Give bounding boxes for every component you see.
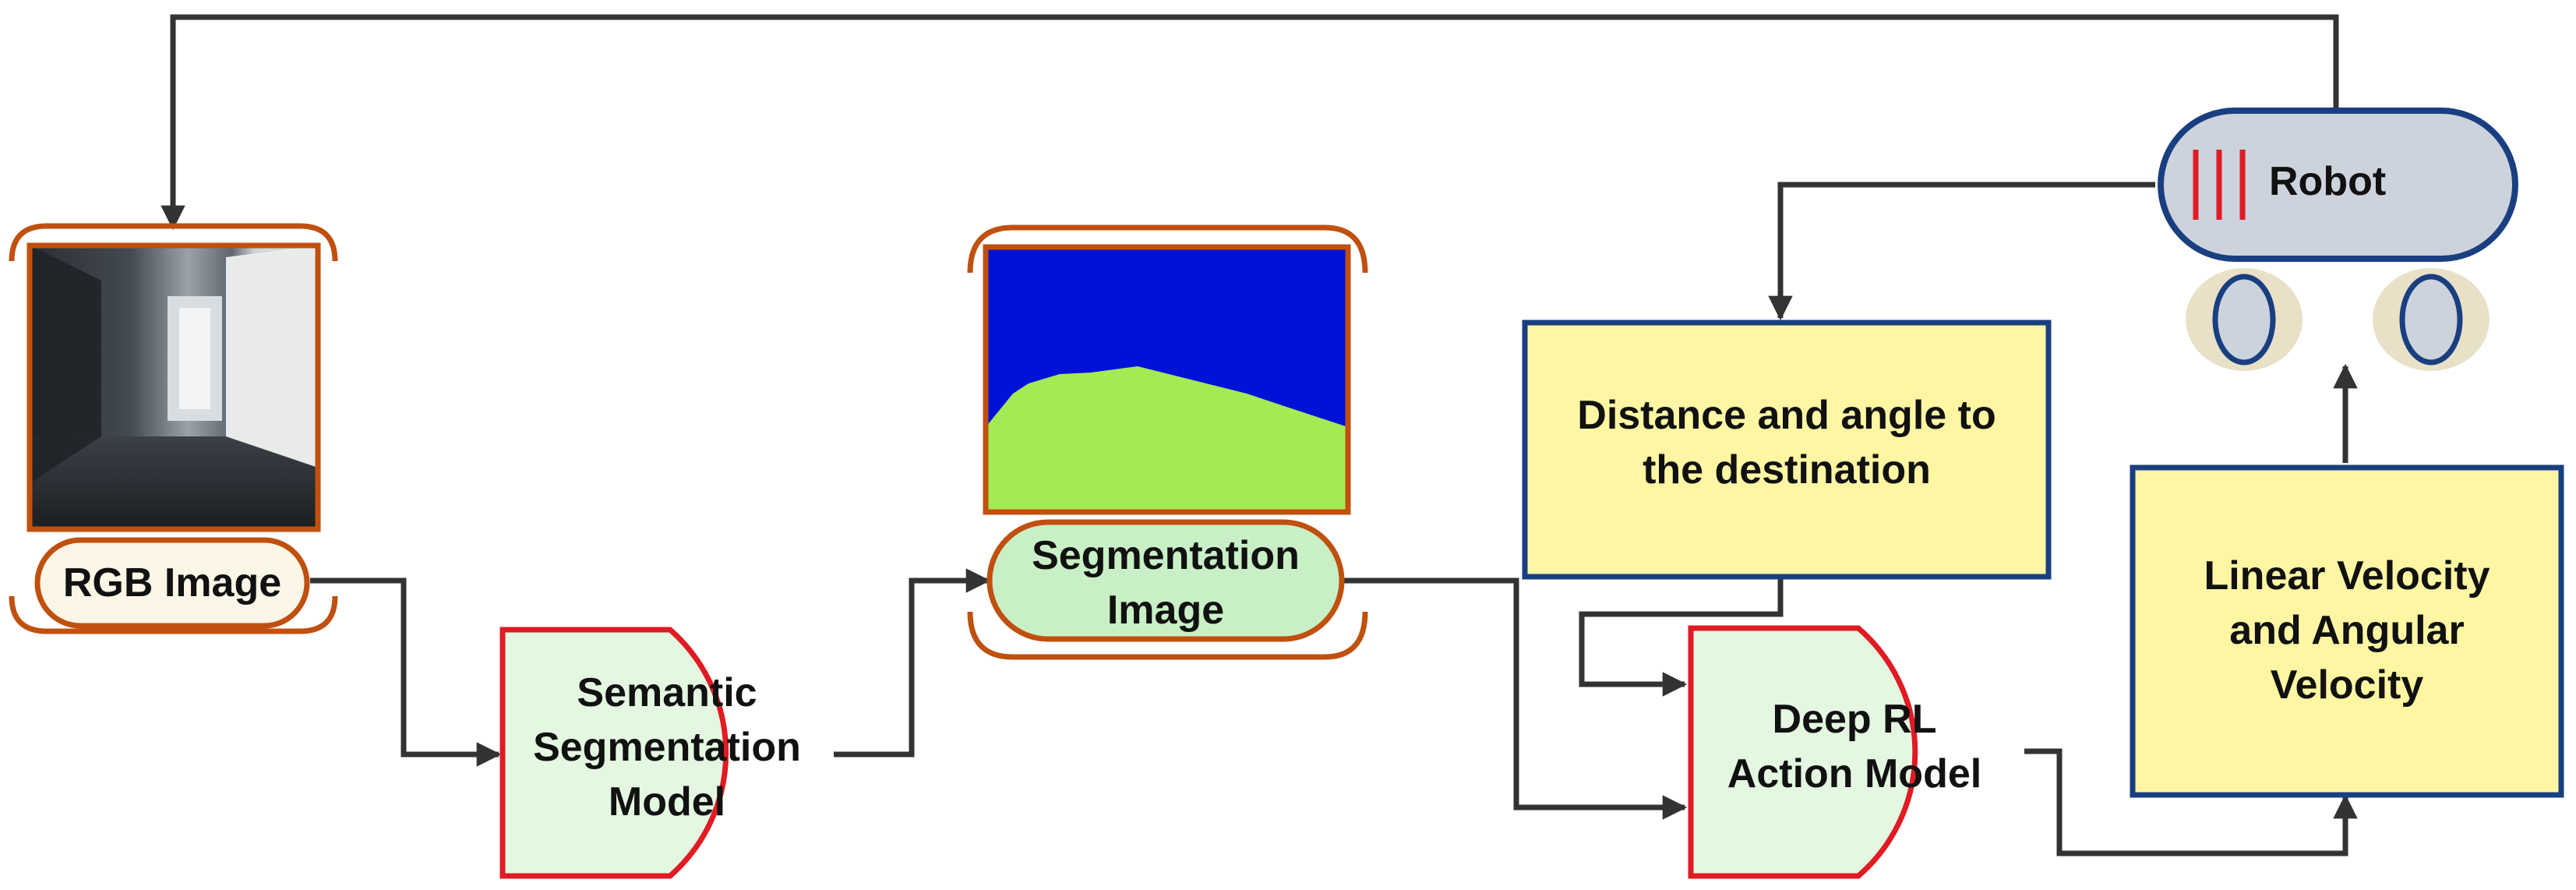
velocity-label-line-2: and Angular bbox=[2229, 608, 2464, 653]
semantic-segmentation-model-shape bbox=[499, 627, 729, 879]
deep-rl-action-model-label-line-1: Deep RL bbox=[1773, 697, 1937, 742]
robot-body bbox=[2158, 108, 2518, 262]
velocity-node: Linear Velocity and Angular Velocity bbox=[2130, 464, 2564, 798]
velocity-box bbox=[2130, 464, 2564, 798]
segmentation-image-label-line-1: Segmentation bbox=[1032, 533, 1300, 578]
rgb-image-node: RGB Image bbox=[9, 223, 338, 634]
robot-left-wheel bbox=[2212, 274, 2276, 366]
robot-stripes bbox=[2193, 150, 2246, 220]
connector-robot-to-distance-box bbox=[1768, 182, 2155, 321]
segmentation-image-label-line-2: Image bbox=[1107, 588, 1224, 633]
rgb-image-photo bbox=[26, 242, 321, 532]
deep-rl-action-model-shape bbox=[1688, 625, 1918, 879]
segmentation-image-bottom-bracket bbox=[967, 611, 1368, 660]
segmentation-image-node: Segmentation Image bbox=[967, 224, 1368, 660]
connector-model-to-segmentation-image bbox=[834, 568, 991, 758]
semantic-segmentation-model-label-line-3: Model bbox=[609, 779, 725, 825]
segmentation-image-top-bracket bbox=[967, 224, 1368, 274]
rgb-image-bottom-bracket bbox=[9, 595, 338, 634]
distance-angle-box bbox=[1522, 320, 2052, 580]
connector-segmentation-image-to-rl-model bbox=[1340, 577, 1688, 820]
rgb-image-top-bracket bbox=[9, 223, 338, 262]
deep-rl-action-model-node: Deep RL Action Model bbox=[1688, 625, 1981, 879]
velocity-label-line-3: Velocity bbox=[2271, 662, 2424, 708]
velocity-label-line-1: Linear Velocity bbox=[2204, 553, 2490, 599]
semantic-segmentation-model-label-line-1: Semantic bbox=[577, 670, 757, 715]
rgb-image-label-box bbox=[34, 537, 310, 629]
deep-rl-action-model-label-line-2: Action Model bbox=[1727, 751, 1981, 796]
rgb-image-label: RGB Image bbox=[63, 560, 281, 606]
connector-rl-model-to-velocity-box bbox=[2024, 748, 2358, 856]
robot-label: Robot bbox=[2269, 159, 2386, 204]
robot-node: Robot bbox=[2158, 108, 2518, 371]
connector-distance-box-to-rl-model bbox=[1579, 578, 1784, 697]
distance-angle-label-line-2: the destination bbox=[1643, 447, 1931, 493]
robot-right-wheel bbox=[2399, 274, 2463, 366]
semantic-segmentation-model-node: Semantic Segmentation Model bbox=[499, 627, 801, 879]
segmentation-image-picture bbox=[983, 244, 1351, 515]
distance-angle-node: Distance and angle to the destination bbox=[1522, 320, 2052, 580]
connector-rgb-to-segmentation-model bbox=[310, 577, 502, 767]
segmentation-image-label-box bbox=[986, 519, 1345, 642]
semantic-segmentation-model-label-line-2: Segmentation bbox=[533, 725, 801, 770]
connectors bbox=[161, 14, 2358, 856]
connector-robot-to-rgb-image bbox=[161, 14, 2339, 231]
distance-angle-label-line-1: Distance and angle to bbox=[1577, 393, 1996, 438]
